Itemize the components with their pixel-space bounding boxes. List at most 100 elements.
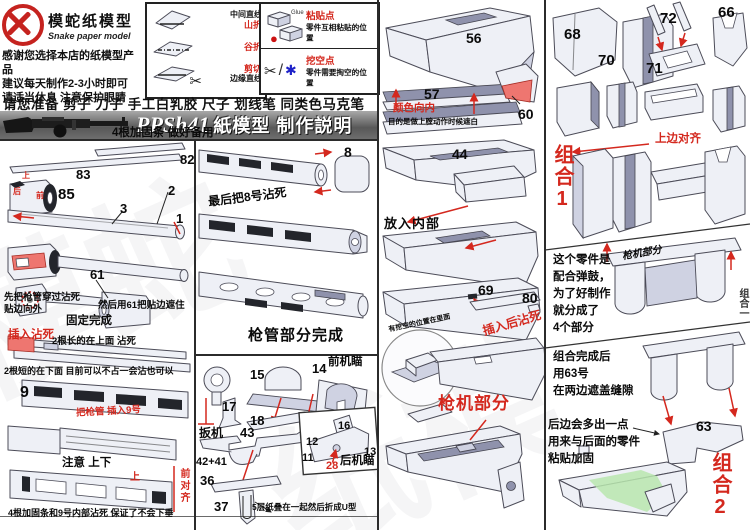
piece-note: 这个零件是: [553, 254, 611, 266]
brand-name: 模蛇纸模型: [48, 12, 134, 30]
step-note: 贴边向外: [4, 304, 43, 315]
back-note: 粘贴加固: [548, 453, 594, 465]
title-text: 紙模型 制作説明: [213, 116, 353, 136]
part-number: 1: [176, 211, 184, 226]
piece-note: 4个部分: [553, 322, 594, 334]
glue-point-label: 粘贴点: [306, 11, 335, 22]
part-number: 56: [466, 30, 482, 46]
combo1-small-label: 组合一: [737, 288, 748, 318]
glue-dot-icon: ●: [270, 31, 278, 46]
part-number: 37: [214, 499, 229, 514]
notice-line-3: 请适当休息 注意保护眼睛: [2, 92, 127, 104]
step-note: 2根短的在下面 目前可以不占一会沾也可以: [4, 366, 174, 376]
hollow-star-icon: ✱: [285, 62, 297, 78]
glue-boxes-icon: Glue ●: [264, 6, 306, 46]
section-label: 扳机: [199, 426, 224, 440]
part-number: 28: [326, 460, 339, 472]
mid-line-label: 中间直线: [230, 9, 262, 19]
part-number: 13: [364, 446, 377, 458]
after-note: 用63号: [553, 368, 589, 380]
orient-label: 前: [36, 191, 44, 200]
orient-label: 上: [22, 171, 30, 180]
hollow-point-label: 挖空点: [306, 55, 335, 67]
step-note: 目的是做上膛动作时候遮白: [388, 117, 478, 126]
divider: [194, 140, 196, 530]
part-number: 61: [90, 267, 105, 282]
part-number: 80: [522, 290, 538, 306]
fold-legend: 中间直线 山折 谷折 ✂ 剪切 边缘直线: [145, 2, 267, 99]
part-number: 42+41: [196, 456, 227, 468]
align-note: 上边对齐: [655, 133, 701, 145]
part-number: 66: [718, 4, 735, 21]
part-number: 2: [168, 183, 176, 198]
divider: [195, 354, 378, 356]
part-number: 11: [302, 452, 314, 464]
valley-label: 谷折: [243, 41, 262, 52]
edge-line-label: 边缘直线: [230, 73, 262, 83]
mountain-label: 山折: [243, 19, 262, 30]
part-number: 68: [564, 26, 581, 43]
cut-label: 剪切: [243, 63, 262, 74]
piece-note: 为了好制作: [553, 288, 611, 300]
piece-note: 配合弹鼓，: [553, 271, 611, 283]
glue-word: Glue: [291, 10, 304, 16]
step-note: 固定完成: [66, 315, 112, 327]
title-model-name: PPSh41: [136, 112, 210, 137]
hollow-icons: ✂ / ✱: [264, 61, 297, 80]
step-note: 4根加固条 做好备用: [112, 127, 214, 139]
divider: [0, 139, 378, 141]
scissors-icon: ✂: [189, 72, 202, 90]
bolt-receiver-drawing: [381, 7, 545, 509]
step-note: 注意 上下: [62, 457, 112, 469]
back-note: 用来与后面的零件: [548, 436, 640, 448]
brand-logo-icon: [2, 4, 44, 46]
divider: [0, 516, 378, 517]
gun-photo: [3, 117, 128, 138]
step-note: 4根加固条和9号内部沾死 保证了不会下垂: [8, 508, 174, 518]
part-number: 83: [76, 167, 91, 182]
step-note: 然后用61把贴边遮住: [98, 300, 185, 311]
section-label: 前机瞄: [328, 356, 363, 368]
step-note: 放入内部: [384, 216, 441, 231]
mountain-fold-icon: [150, 7, 202, 33]
combo2-label: 组合2: [709, 452, 731, 520]
after-note: 在两边遮盖缝隙: [553, 385, 634, 397]
section-done: 枪管部分完成: [248, 327, 345, 344]
part-number: 72: [660, 10, 677, 27]
part-number: 57: [424, 86, 440, 102]
part-number: 69: [478, 282, 494, 298]
after-note: 组合完成后: [553, 351, 611, 363]
cut-edge-icon: ✂: [150, 61, 202, 90]
part-number: 17: [222, 399, 237, 414]
divider: [544, 0, 546, 530]
part-number: 12: [306, 436, 319, 448]
valley-fold-icon: [150, 34, 202, 60]
hollow-desc: 零件需要掏空的位置: [306, 68, 367, 87]
part-number: 82: [180, 152, 195, 167]
orient-label: 后: [13, 187, 21, 196]
combo1-label: 组合1: [551, 144, 573, 212]
part-number: 63: [696, 418, 712, 434]
barrel-build-drawing: [7, 142, 191, 512]
part-number: 36: [200, 473, 215, 488]
step-note: 2根长的在上面 沾死: [52, 336, 136, 347]
piece-note: 就分成了: [553, 305, 599, 317]
glue-legend: Glue ● 粘贴点 零件互相粘贴的位置 ✂ / ✱ 挖空点 零件需要掏空的位置: [259, 2, 380, 95]
brand-panel: 模蛇纸模型 Snake paper model 感谢您选择本店的纸模型产品 建议…: [2, 4, 142, 104]
part-number: 15: [250, 367, 265, 382]
part-number: 43: [240, 425, 255, 440]
notice-line-2: 建议每天制作2-3小时即可: [2, 78, 128, 90]
step-note: 插入沾死: [8, 329, 54, 341]
step-note: 颜色向内: [393, 102, 435, 114]
step-note: 先把枪管穿过沾死: [4, 292, 81, 303]
title-bar: PPSh41 紙模型 制作説明: [0, 111, 378, 139]
orient-label: 上: [130, 472, 140, 483]
part-number: 44: [452, 146, 468, 162]
align-label: 前对齐: [178, 468, 189, 504]
section-label: 枪机部分: [438, 394, 510, 413]
divider: [377, 0, 379, 530]
brand-name-en: Snake paper model: [48, 30, 131, 41]
part-number: 14: [312, 361, 327, 376]
part-number: 18: [250, 413, 265, 428]
